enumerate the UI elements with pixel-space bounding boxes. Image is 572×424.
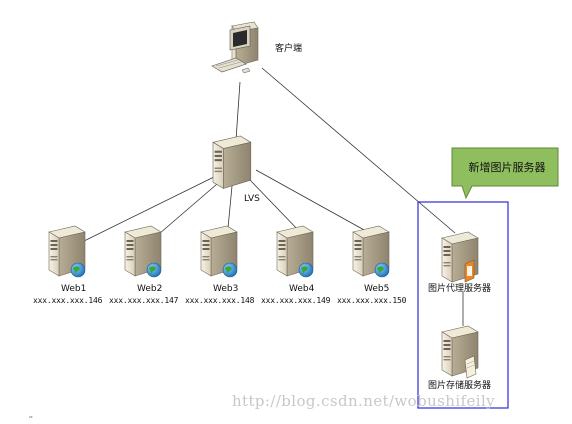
link-lvs-web4 [249,179,303,235]
web4-label: Web4 [289,284,315,294]
web-server-1-icon [48,225,86,278]
web-server-3-icon [200,225,238,278]
web3-label: Web3 [213,284,239,294]
client-label: 客户端 [275,44,303,54]
workstation-icon [211,21,259,74]
web2-ip: xxx.xxx.xxx.147 [109,296,179,305]
callout-box [451,147,559,200]
web3-ip: xxx.xxx.xxx.148 [185,296,255,305]
proxy-server-icon [441,231,479,283]
link-lvs-web5 [255,169,376,237]
storage-server-label: 图片存储服务器 [428,381,492,391]
lvs-server-icon [212,135,252,190]
web-server-4-icon [276,225,314,278]
web2-label: Web2 [137,284,163,294]
web-server-2-icon [124,225,162,278]
callout-text: 新增图片服务器 [468,161,546,174]
web1-ip: xxx.xxx.xxx.146 [33,296,103,305]
watermark: http://blog.csdn.net/wobushifeily [232,392,496,410]
link-lvs-web2 [151,177,225,241]
storage-server-icon [441,325,479,379]
web-server-5-icon [352,225,390,278]
corner-mark: '' [29,415,33,423]
lvs-label: LVS [244,194,260,204]
proxy-server-label: 图片代理服务器 [428,284,492,294]
web1-label: Web1 [61,284,87,294]
web5-ip: xxx.xxx.xxx.150 [337,296,407,305]
link-lvs-web1 [79,173,221,244]
link-client-lvs [235,81,241,141]
link-client-proxy [261,67,456,234]
link-lvs-web3 [227,185,233,229]
web5-label: Web5 [364,284,390,294]
connection-lines [79,67,464,326]
image-server-group-border [417,201,509,409]
web4-ip: xxx.xxx.xxx.149 [261,296,331,305]
